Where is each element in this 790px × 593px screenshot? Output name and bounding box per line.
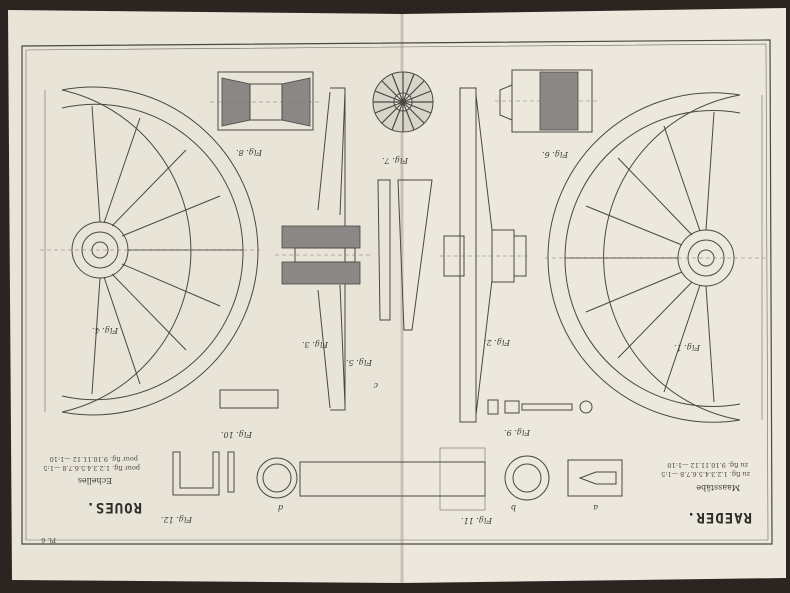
left-scale-line-1: pour fig. 1.2.3.4.5.6.7.8 —1:5: [43, 464, 140, 472]
fig-3-label: Fig. 3.: [302, 340, 329, 349]
rosette-fig-7: Fig. 7.: [372, 71, 434, 165]
right-page: [402, 8, 786, 583]
part-letter-b: b: [511, 503, 516, 512]
fig-12-label: Fig. 12.: [161, 515, 193, 524]
right-scale-line-2: zu fig. 9.10.11.12 —1:10: [667, 461, 748, 469]
bolt-fig-9: Fig. 9.: [487, 399, 593, 437]
fig-2-label: Fig. 2.: [484, 338, 511, 347]
wheel-side-fig-2: Fig. 2.: [440, 87, 530, 423]
right-scale-line-1: zu fig. 1.2.3.4.5.6.7.8 —1:5: [661, 470, 750, 478]
fig-11-label: Fig. 11.: [461, 516, 493, 525]
fig-7-label: Fig. 7.: [382, 156, 409, 165]
spoke-fig-5: Fig. 5.: [346, 179, 433, 367]
fig-1-label: Fig. 1.: [674, 343, 701, 352]
left-page: [8, 10, 402, 583]
plate-number: Pl. 6: [41, 536, 56, 544]
fig-9-label: Fig. 9.: [504, 428, 531, 437]
wheel-fig-4: Fig. 4.: [40, 86, 260, 416]
part-letter-a: a: [593, 503, 598, 512]
hub-fig-6: Fig. 6.: [495, 69, 600, 159]
band-fig-11: Fig. 11. d b a c: [256, 381, 623, 525]
fig-5-label: Fig. 5.: [346, 358, 373, 367]
bracket-fig-12: Fig. 12.: [161, 451, 235, 524]
part-letter-c: c: [373, 381, 378, 390]
part-fig-10: Fig. 10.: [219, 389, 279, 439]
fig-8-label: Fig. 8.: [236, 148, 263, 157]
fig-10-label: Fig. 10.: [221, 430, 253, 439]
right-scale-heading: Maasstäbe: [696, 483, 740, 492]
fig-6-label: Fig. 6.: [542, 150, 569, 159]
right-title: RAEDER.: [686, 509, 752, 525]
section-fig-3: Fig. 3.: [275, 87, 370, 411]
fig-4-label: Fig. 4.: [92, 326, 119, 335]
plate-border: [21, 39, 773, 545]
part-letter-d: d: [278, 503, 283, 512]
left-scale-heading: Echelles: [78, 476, 112, 485]
wheel-fig-1: Fig. 1.: [545, 92, 765, 423]
left-scale-line-2: pour fig. 9.10.11.12 —1:10: [50, 455, 138, 463]
left-title: ROUES.: [85, 499, 142, 515]
hub-fig-8: Fig. 8.: [210, 71, 320, 157]
